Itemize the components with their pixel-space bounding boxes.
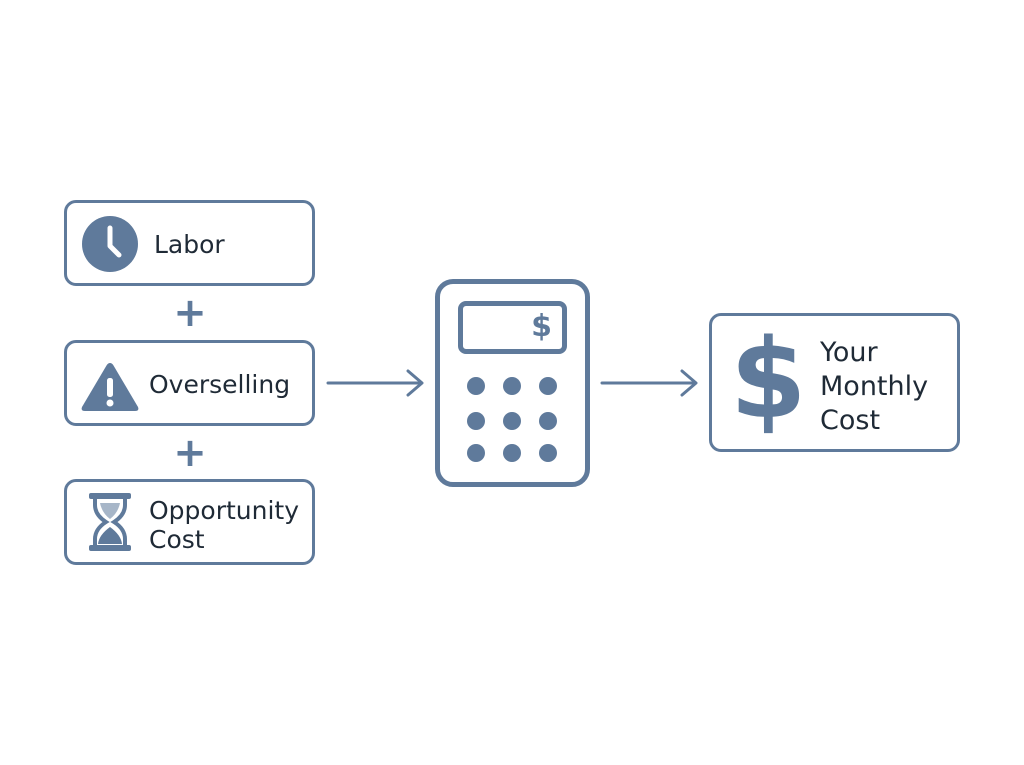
plus-operator: + xyxy=(173,430,207,476)
plus-operator: + xyxy=(173,290,207,336)
input-box-overselling: Overselling xyxy=(64,340,315,426)
calculator-icon: $ xyxy=(435,279,590,487)
input-label-opportunity-cost: Opportunity Cost xyxy=(149,496,300,554)
result-label: Your Monthly Cost xyxy=(820,337,929,436)
result-box-monthly-cost: $ Your Monthly Cost xyxy=(709,313,960,452)
arrow-right-icon xyxy=(600,368,700,398)
calculator-keypad xyxy=(467,377,557,462)
input-label-labor: Labor xyxy=(154,230,225,259)
clock-icon xyxy=(81,215,139,273)
warning-icon xyxy=(79,360,141,414)
arrow-right-icon xyxy=(326,368,426,398)
hourglass-icon xyxy=(87,491,133,553)
input-label-overselling: Overselling xyxy=(149,370,291,399)
dollar-icon: $ xyxy=(730,315,807,443)
calculator-dollar-symbol: $ xyxy=(531,309,552,344)
input-box-opportunity-cost: Opportunity Cost xyxy=(64,479,315,565)
input-box-labor: Labor xyxy=(64,200,315,286)
calculator-display: $ xyxy=(458,301,567,354)
